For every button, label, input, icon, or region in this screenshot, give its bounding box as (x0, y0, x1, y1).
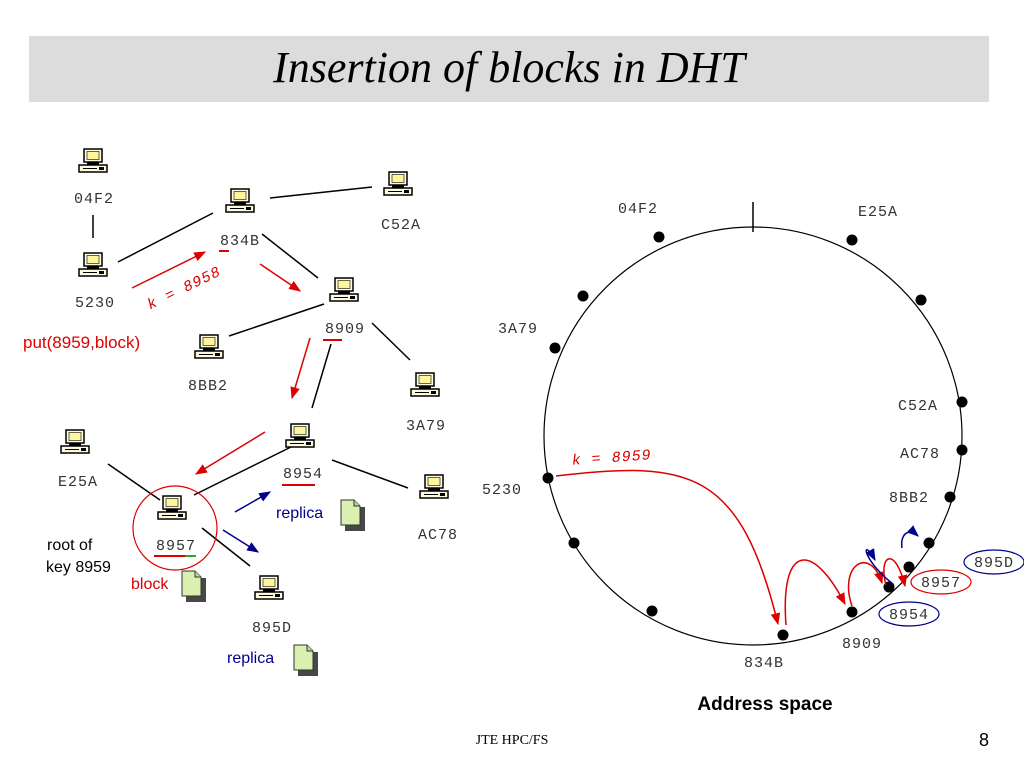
computer-icon (60, 429, 90, 454)
node-label-C52A: C52A (381, 217, 421, 234)
computer-icon (419, 474, 449, 499)
computer-icon (225, 188, 255, 213)
address-space-caption: Address space (697, 694, 832, 715)
ring-label-C52A: C52A (898, 398, 938, 415)
computer-icon (254, 575, 284, 600)
computer-icon (285, 423, 315, 448)
node-label-8954: 8954 (283, 466, 323, 483)
query-label-ring: k = 8959 (571, 447, 652, 470)
computer-icon (383, 171, 413, 196)
node-label-8909: 8909 (325, 321, 365, 338)
ring-label-04F2: 04F2 (618, 201, 658, 218)
replica-highlight-895D (963, 549, 1024, 575)
ring-label-3A79: 3A79 (498, 321, 538, 338)
prefix-underlines (154, 250, 342, 557)
ring-routing-arrows (555, 469, 908, 626)
node-label-3A79: 3A79 (406, 418, 446, 435)
node-label-04F2: 04F2 (74, 191, 114, 208)
block-document-icon (181, 570, 207, 603)
slide-title: Insertion of blocks in DHT (273, 43, 745, 92)
replica-highlight-8954 (878, 601, 940, 627)
ring-label-AC78: AC78 (900, 446, 940, 463)
computer-icon (194, 334, 224, 359)
node-label-834B: 834B (220, 233, 260, 250)
replica-label-1: replica (276, 505, 323, 522)
node-label-5230: 5230 (75, 295, 115, 312)
ring-label-8BB2: 8BB2 (889, 490, 929, 507)
node-label-8957: 8957 (156, 538, 196, 555)
node-label-8BB2: 8BB2 (188, 378, 228, 395)
title-bar: Insertion of blocks in DHT (29, 36, 989, 102)
node-label-E25A: E25A (58, 474, 98, 491)
network-edges (92, 186, 411, 567)
replica-document-icon (340, 499, 366, 532)
network-labels: 04F2 834B C52A 5230 8909 8BB2 3A79 E25A … (58, 191, 458, 637)
footer-text: JTE HPC/FS (475, 733, 549, 748)
page-number: 8 (978, 730, 989, 750)
computer-icon (78, 252, 108, 277)
root-node-highlight (132, 485, 218, 571)
ring-label-5230: 5230 (482, 482, 522, 499)
ring-label-8957: 8957 (921, 575, 961, 592)
address-ring (543, 226, 963, 646)
computer-icon (78, 148, 108, 173)
replica-label-2: replica (227, 650, 274, 667)
replica-document-icon (293, 644, 319, 677)
ring-label-8954: 8954 (889, 607, 929, 624)
ring-replica-arrows (865, 525, 919, 585)
ring-labels: 04F2 E25A 3A79 C52A AC78 8BB2 5230 895D … (482, 201, 1014, 672)
computer-icon (410, 372, 440, 397)
ring-label-834B: 834B (744, 655, 784, 672)
root-highlight-8957 (910, 569, 972, 595)
block-label: block (131, 576, 169, 593)
node-label-895D: 895D (252, 620, 292, 637)
root-label-line2: key 8959 (46, 559, 111, 576)
replica-arrows-network (222, 491, 272, 553)
computer-icon (329, 277, 359, 302)
ring-label-895D: 895D (974, 555, 1014, 572)
computer-icon (157, 495, 187, 520)
query-label-network: k = 8958 (145, 264, 224, 314)
put-call-label: put(8959,block) (23, 333, 140, 352)
root-label-line1: root of (47, 537, 93, 554)
node-label-AC78: AC78 (418, 527, 458, 544)
ring-label-8909: 8909 (842, 636, 882, 653)
routing-arrows (131, 251, 311, 475)
ring-label-E25A: E25A (858, 204, 898, 221)
